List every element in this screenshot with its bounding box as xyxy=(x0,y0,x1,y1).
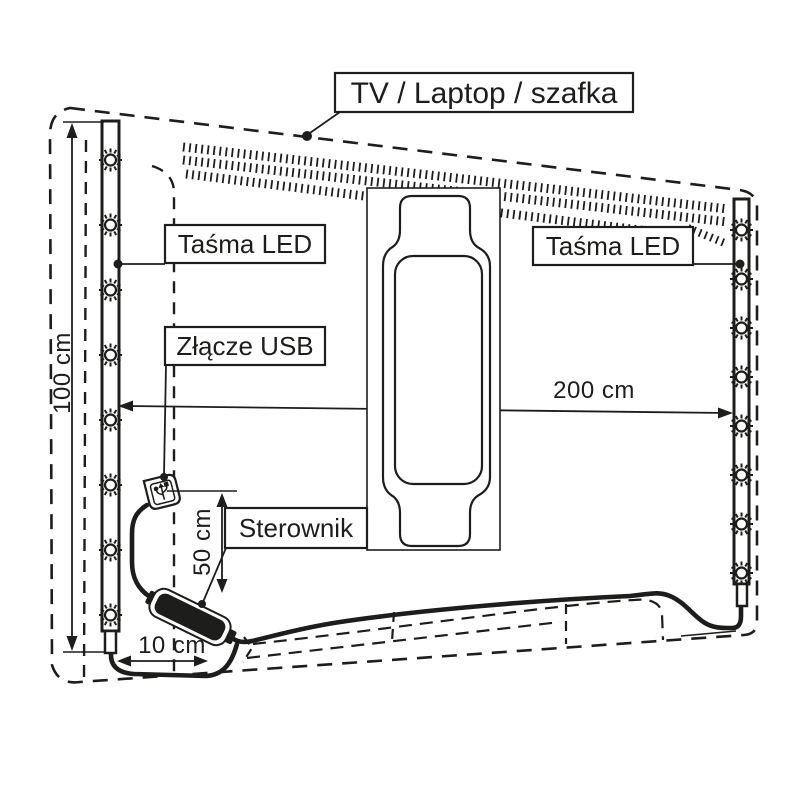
bracket-outline xyxy=(381,194,492,548)
leader-dot-usb xyxy=(160,473,168,481)
callout-tv: TV / Laptop / szafka xyxy=(333,71,635,114)
usb-plug xyxy=(142,473,181,510)
callout-led-left: Taśma LED xyxy=(163,223,327,265)
dimension-200cm-label: 200 cm xyxy=(553,377,635,404)
dimension-100cm: 100 cm xyxy=(49,121,104,653)
dimension-10cm-label: 10 cm xyxy=(138,632,206,659)
cable-usb-to-controller xyxy=(129,502,153,600)
led-strip-right xyxy=(728,197,755,608)
shelf-bottom-line xyxy=(680,630,737,637)
power-cables xyxy=(108,502,744,679)
leader-dot-controller xyxy=(198,600,206,608)
callout-tv-label: TV / Laptop / szafka xyxy=(351,77,618,110)
led-strip-left xyxy=(97,119,124,655)
controller-device xyxy=(145,587,237,647)
cable-loop-to-left-strip xyxy=(108,641,240,679)
dimension-50cm-label: 50 cm xyxy=(189,508,216,576)
tv-back-edge-dashed xyxy=(82,139,88,681)
dimension-100cm-label: 100 cm xyxy=(49,332,76,414)
tv-left-edge-dashed xyxy=(151,164,176,676)
shelf-front-dashed xyxy=(246,620,561,660)
cabinet-outer-dashed-outline xyxy=(48,106,759,684)
callout-controller: Sterownik xyxy=(223,506,369,550)
tv-top-hatching xyxy=(182,142,729,248)
callout-led-left-label: Taśma LED xyxy=(178,229,312,259)
shelf-top-dashed xyxy=(252,598,665,646)
cable-main-to-right-strip xyxy=(221,590,744,645)
leader-dot-led-left xyxy=(113,259,123,269)
leader-dot-led-right xyxy=(735,259,745,269)
callout-controller-label: Sterownik xyxy=(239,513,354,543)
callout-led-right: Taśma LED xyxy=(531,225,695,267)
usb-trident-icon xyxy=(149,479,176,506)
dimension-50cm: 50 cm xyxy=(167,490,237,593)
callout-usb-label: Złącze USB xyxy=(176,331,313,361)
center-panel xyxy=(366,187,501,551)
leader-dot-tv xyxy=(302,131,312,141)
callout-led-right-label: Taśma LED xyxy=(546,231,680,261)
bracket-inner xyxy=(393,254,484,486)
callout-usb: Złącze USB xyxy=(163,325,327,367)
hatch-band-4 xyxy=(686,224,729,248)
dimension-10cm: 10 cm xyxy=(117,632,208,667)
